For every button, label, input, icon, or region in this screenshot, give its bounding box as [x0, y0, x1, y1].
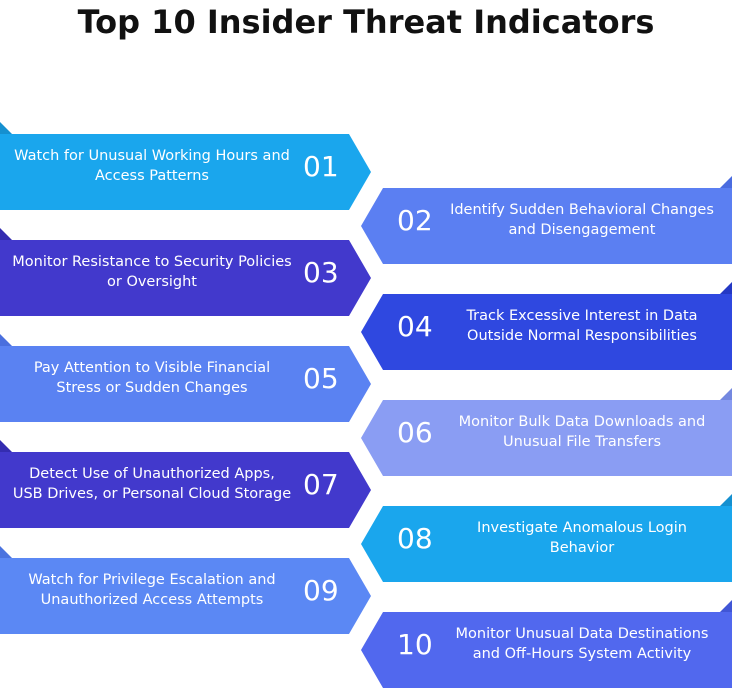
arrow-body [361, 612, 732, 688]
indicator-arrow-shape [361, 176, 732, 264]
indicator-arrow-shape [0, 546, 371, 634]
indicator-text: Identify Sudden Behavioral Changes and D… [450, 202, 714, 238]
corner-fold [720, 388, 732, 400]
corner-fold [720, 282, 732, 294]
indicator-number: 01 [303, 149, 339, 183]
indicator-card-02: Identify Sudden Behavioral Changes and D… [361, 176, 732, 264]
indicator-number: 06 [397, 415, 433, 449]
indicator-number: 02 [397, 203, 433, 237]
page-title: Top 10 Insider Threat Indicators [77, 3, 655, 41]
corner-fold [0, 440, 12, 452]
indicator-number: 07 [303, 467, 339, 501]
corner-fold [0, 334, 12, 346]
indicator-arrow-shape [0, 334, 371, 422]
indicator-number: 08 [397, 521, 433, 555]
indicator-number: 09 [303, 573, 339, 607]
indicator-text: Watch for Privilege Escalation and Unaut… [28, 572, 276, 608]
indicator-text: Monitor Resistance to Security Policies … [12, 254, 292, 290]
indicator-arrow-shape [361, 494, 732, 582]
corner-fold [720, 494, 732, 506]
indicator-card-10: Monitor Unusual Data Destinations and Of… [361, 600, 732, 688]
corner-fold [0, 122, 12, 134]
indicator-arrow-shape [361, 600, 732, 688]
arrow-body [361, 188, 732, 264]
indicator-text: Investigate Anomalous Login Behavior [477, 520, 687, 556]
arrow-body [0, 134, 371, 210]
indicator-arrow-shape [0, 122, 371, 210]
corner-fold [720, 600, 732, 612]
indicator-arrow-shape [361, 388, 732, 476]
corner-fold [0, 228, 12, 240]
arrow-body [0, 452, 371, 528]
indicator-card-04: Track Excessive Interest in Data Outside… [361, 282, 732, 370]
indicator-number: 04 [397, 309, 433, 343]
indicator-text: Pay Attention to Visible Financial Stres… [33, 360, 271, 396]
arrow-body [0, 558, 371, 634]
indicator-text: Monitor Bulk Data Downloads and Unusual … [458, 414, 706, 450]
indicator-arrow-shape [0, 228, 371, 316]
indicator-text: Monitor Unusual Data Destinations and Of… [455, 626, 709, 662]
indicator-card-05: Pay Attention to Visible Financial Stres… [0, 334, 371, 422]
indicator-card-01: Watch for Unusual Working Hours and Acce… [0, 122, 371, 210]
indicator-text: Track Excessive Interest in Data Outside… [466, 308, 698, 344]
indicator-arrow-shape [361, 282, 732, 370]
arrow-body [0, 346, 371, 422]
indicator-card-09: Watch for Privilege Escalation and Unaut… [0, 546, 371, 634]
arrow-body [361, 400, 732, 476]
indicator-card-03: Monitor Resistance to Security Policies … [0, 228, 371, 316]
corner-fold [720, 176, 732, 188]
arrow-body [361, 506, 732, 582]
indicator-number: 10 [397, 627, 433, 661]
indicator-card-06: Monitor Bulk Data Downloads and Unusual … [361, 388, 732, 476]
arrow-body [361, 294, 732, 370]
indicator-card-07: Detect Use of Unauthorized Apps, USB Dri… [0, 440, 371, 528]
indicator-text: Watch for Unusual Working Hours and Acce… [14, 148, 290, 184]
indicator-number: 05 [303, 361, 339, 395]
arrow-body [0, 240, 371, 316]
indicator-arrow-shape [0, 440, 371, 528]
indicator-number: 03 [303, 255, 339, 289]
indicator-card-08: Investigate Anomalous Login Behavior 08 [361, 494, 732, 582]
corner-fold [0, 546, 12, 558]
indicator-text: Detect Use of Unauthorized Apps, USB Dri… [12, 466, 292, 502]
